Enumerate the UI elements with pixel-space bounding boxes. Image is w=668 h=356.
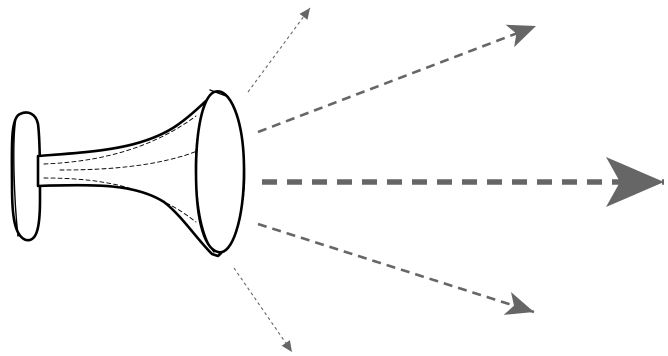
arrow-lower-faint xyxy=(234,268,292,352)
arrow-upper-faint xyxy=(248,8,310,92)
arrow-upper xyxy=(258,26,536,132)
sound-arrows xyxy=(234,8,664,352)
arrow-lower xyxy=(258,224,534,312)
horn-icon xyxy=(12,90,244,256)
